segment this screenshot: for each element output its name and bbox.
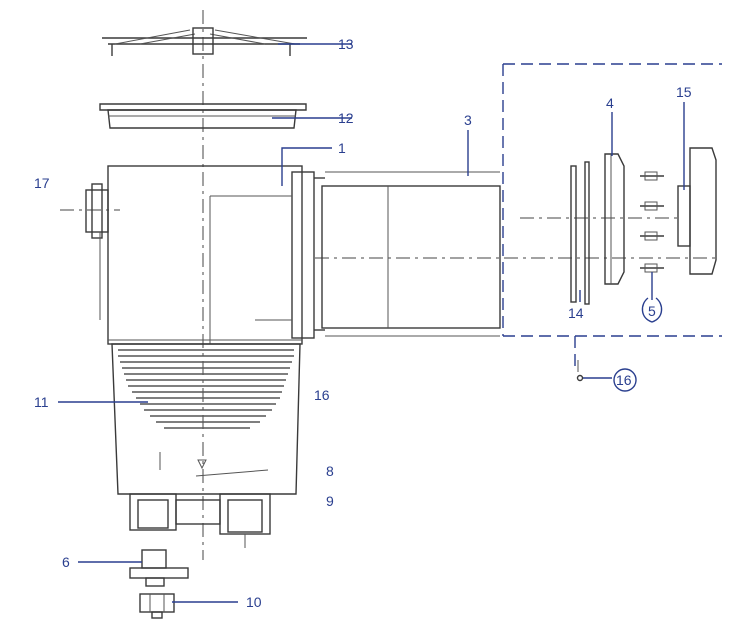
extension-tube-part-3 — [314, 171, 501, 337]
label-3: 3 — [464, 112, 472, 128]
skimmer-body-part-1 — [60, 165, 315, 345]
ring-part-12 — [99, 103, 307, 129]
label-8: 8 — [326, 463, 334, 479]
label-4: 4 — [606, 95, 614, 111]
lid-part-13 — [102, 27, 307, 56]
label-16-body: 16 — [314, 387, 330, 403]
label-6: 6 — [62, 554, 70, 570]
leader-lines — [58, 43, 685, 603]
small-screw-part-16 — [576, 360, 584, 382]
label-11: 11 — [34, 394, 49, 410]
faceplate-part-4 — [604, 153, 625, 285]
fittings-boundary — [502, 63, 722, 370]
label-16-screw: 16 — [616, 372, 632, 388]
label-15: 15 — [676, 84, 692, 100]
plug-part-10 — [139, 593, 175, 619]
bottom-outlets-part-9 — [129, 493, 271, 548]
screws-part-5 — [640, 171, 664, 273]
label-17: 17 — [34, 175, 50, 191]
label-10: 10 — [246, 594, 262, 610]
gasket-part-14 — [570, 161, 590, 305]
label-13: 13 — [338, 36, 354, 52]
label-14: 14 — [568, 305, 584, 321]
adapter-part-6 — [129, 549, 189, 587]
label-5: 5 — [648, 303, 656, 319]
basket-part-11 — [111, 343, 301, 495]
label-12: 12 — [338, 110, 354, 126]
label-9: 9 — [326, 493, 334, 509]
label-1: 1 — [338, 140, 346, 156]
